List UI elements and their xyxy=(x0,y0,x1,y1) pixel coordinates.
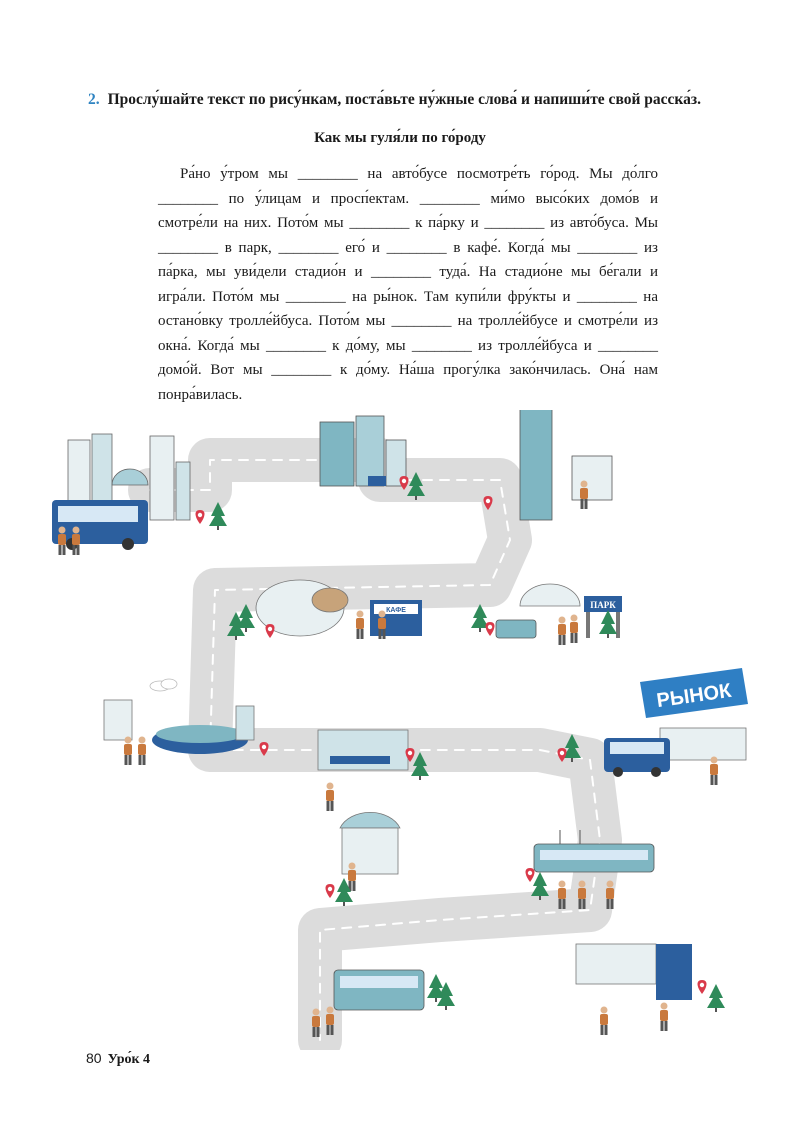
page-number: 80 xyxy=(86,1050,102,1066)
scene-tower xyxy=(483,410,613,521)
task-text: Прослу́шайте текст по рису́нкам, поста́в… xyxy=(107,91,701,108)
scene-trolleybus-stop xyxy=(325,812,401,906)
park-sign: ПАРК xyxy=(590,600,616,610)
city-route-illustration: КАФЕ ПАРК РЫНОК xyxy=(52,410,748,1050)
story-paragraph: Ра́но у́тром мы ________ на авто́бусе по… xyxy=(158,166,658,403)
story-title: Как мы гуля́ли по го́роду xyxy=(314,130,486,146)
scene-stadium xyxy=(103,678,269,765)
scene-shopping xyxy=(317,729,429,811)
scene-home-stop xyxy=(312,969,455,1037)
lesson-label: Уро́к 4 xyxy=(107,1052,151,1067)
scene-cafe: КАФЕ xyxy=(227,579,422,640)
task-instruction: 2. Прослу́шайте текст по рису́нкам, поста… xyxy=(88,88,718,112)
cafe-sign: КАФЕ xyxy=(386,607,406,614)
scene-trolleybus xyxy=(525,830,655,909)
scene-city-center xyxy=(52,433,227,555)
task-number: 2. xyxy=(88,91,100,108)
scene-park: ПАРК xyxy=(471,583,622,645)
scene-buildings-top xyxy=(319,415,425,500)
scene-market: РЫНОК xyxy=(557,668,748,785)
scene-houses xyxy=(575,943,725,1035)
page-footer: 80 Уро́к 4 xyxy=(86,1050,150,1068)
story-text-block: Ра́но у́тром мы ________ на авто́бусе по… xyxy=(158,162,658,407)
